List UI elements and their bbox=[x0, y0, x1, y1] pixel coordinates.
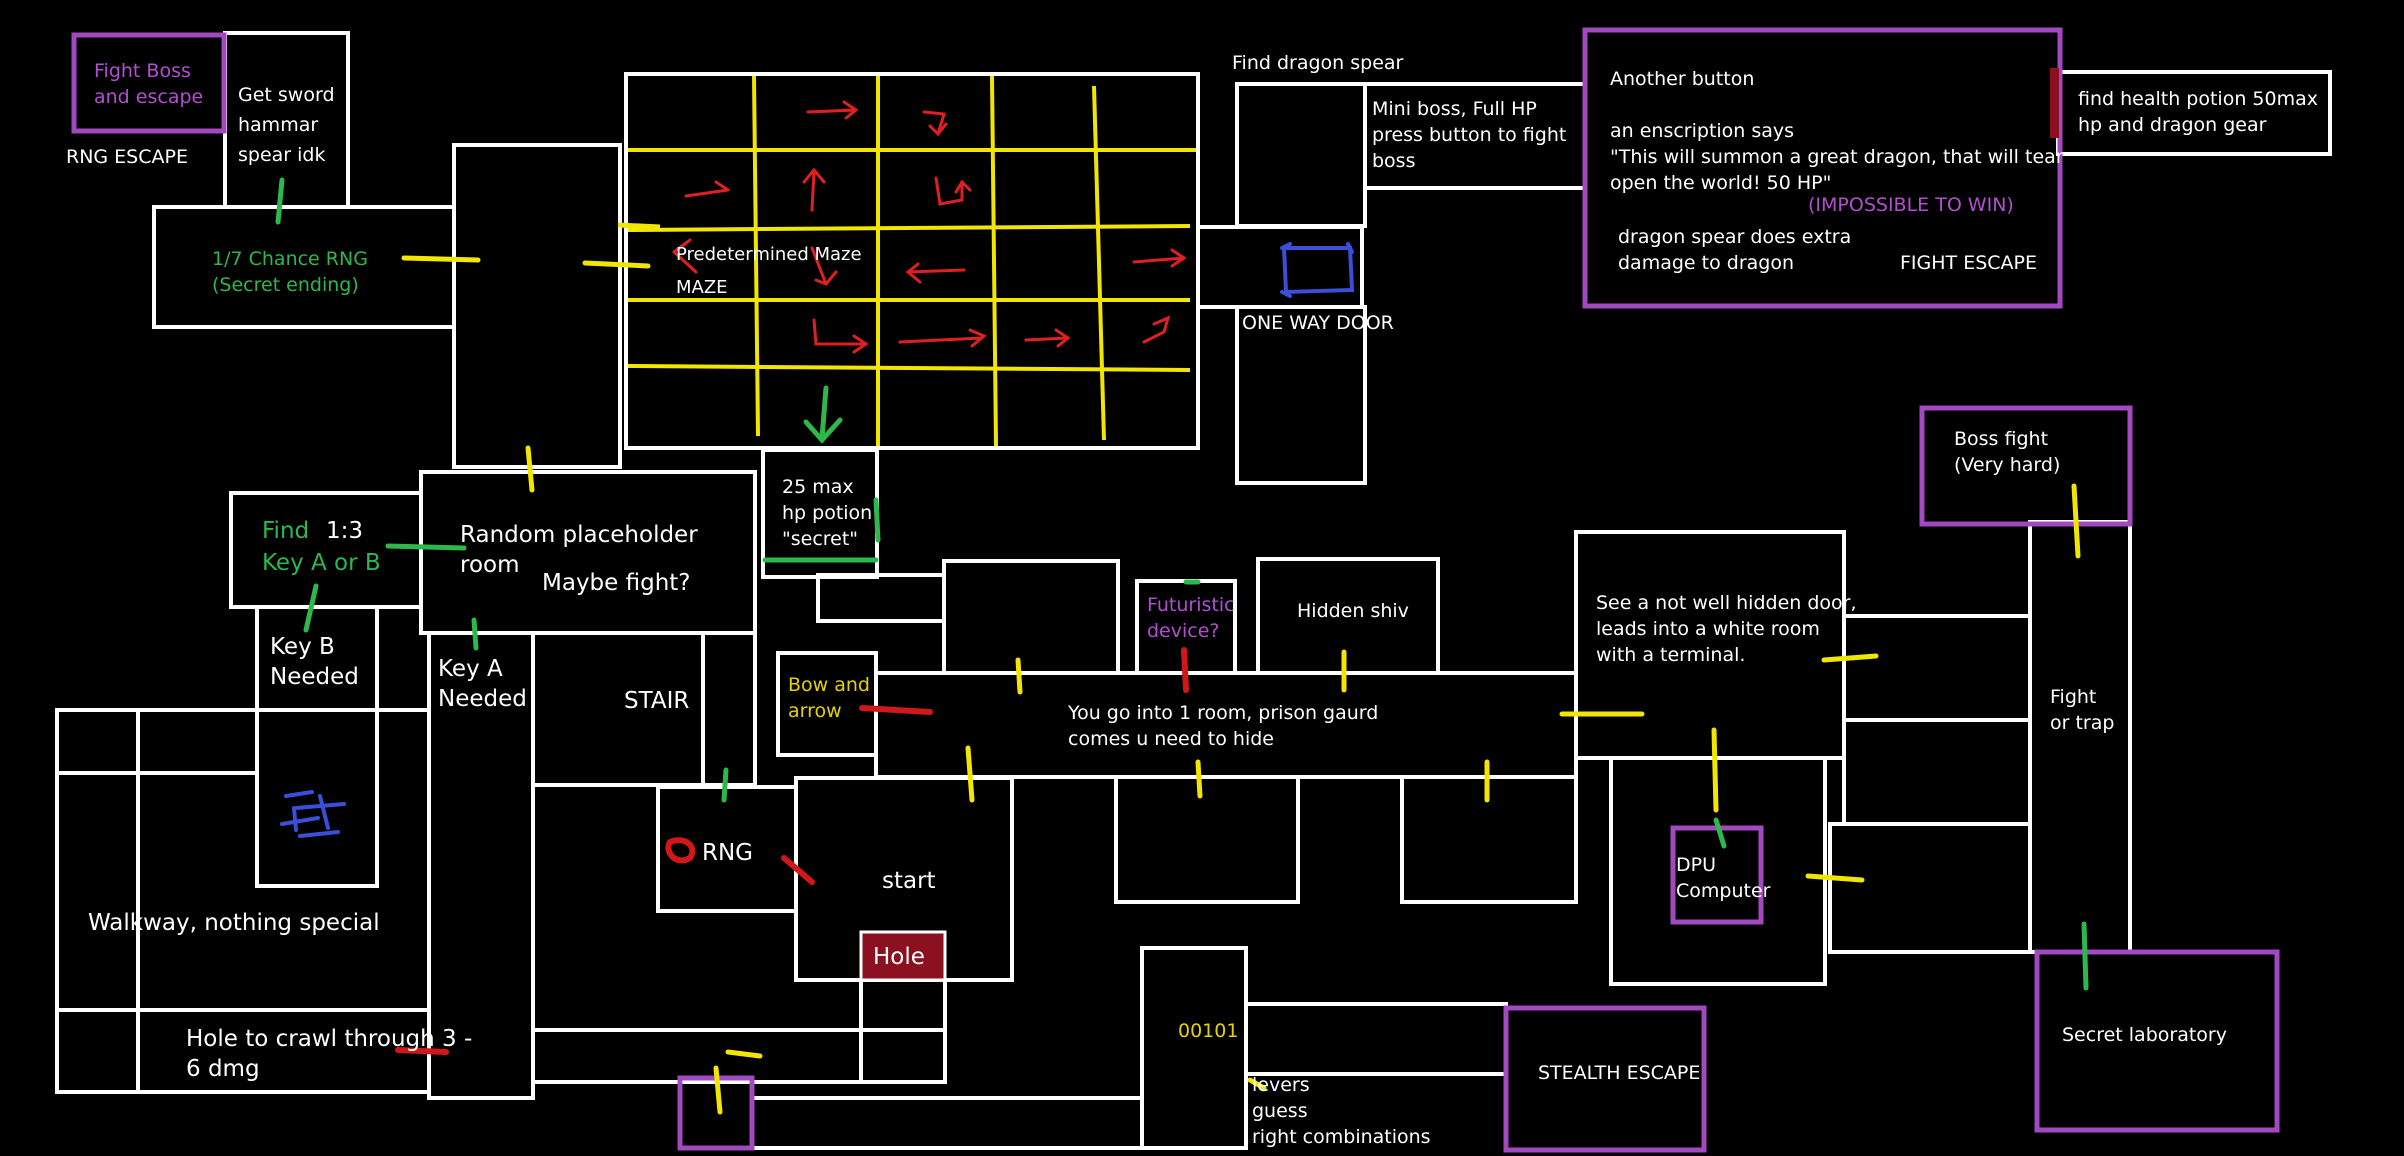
room-terminal bbox=[1609, 756, 1827, 986]
box-fight-boss bbox=[71, 32, 227, 134]
label-find-key-ab: Key A or B bbox=[262, 550, 381, 576]
objective-boxes bbox=[71, 27, 2280, 1153]
label-rng-chance: 1/7 Chance RNG (Secret ending) bbox=[212, 248, 368, 296]
label-enscription: an enscription says "This will summon a … bbox=[1610, 120, 2064, 194]
room-one-way bbox=[1235, 305, 1367, 485]
room-stair-small bbox=[701, 631, 757, 787]
maze-grid bbox=[617, 75, 1196, 447]
label-boss-fight: Boss fight (Very hard) bbox=[1954, 428, 2061, 476]
room-right-1 bbox=[1842, 614, 2032, 722]
corridor-stealth bbox=[1244, 1002, 1508, 1076]
hole-box bbox=[859, 930, 947, 982]
label-maze: Predetermined Maze MAZE bbox=[676, 244, 862, 298]
label-fight-boss-escape: Fight Boss and escape bbox=[94, 60, 204, 108]
label-code: 00101 bbox=[1178, 1020, 1239, 1042]
label-hole-crawl: Hole to crawl through 3 - 6 dmg bbox=[186, 1026, 473, 1082]
label-one-way-door: ONE WAY DOOR bbox=[1242, 312, 1394, 334]
label-maybe-fight: Maybe fight? bbox=[542, 570, 691, 596]
box-dragon bbox=[1582, 27, 2063, 309]
label-dpu-computer: DPU Computer bbox=[1676, 854, 1771, 902]
label-fight-escape: FIGHT ESCAPE bbox=[1900, 252, 2037, 274]
label-dragon-spear-extra: dragon spear does extra damage to dragon bbox=[1618, 226, 1852, 274]
label-key-b-needed: Key B Needed bbox=[270, 634, 359, 690]
room-right-2 bbox=[1842, 718, 2032, 826]
label-white-room: See a not well hidden door, leads into a… bbox=[1596, 592, 1857, 666]
label-find-dragon-spear: Find dragon spear bbox=[1232, 52, 1404, 74]
walls bbox=[55, 31, 2332, 1150]
label-prison-guard: You go into 1 room, prison gaurd comes u… bbox=[1068, 702, 1379, 750]
label-fight-or-trap: Fight or trap bbox=[2050, 686, 2115, 734]
corridor-bottom bbox=[750, 1096, 1144, 1150]
label-25-potion: 25 max hp potion "secret" bbox=[782, 476, 873, 550]
maze-arrows bbox=[672, 100, 1187, 354]
box-boss-fight bbox=[1919, 405, 2133, 527]
connector-above bbox=[816, 573, 946, 623]
doors-yellow bbox=[401, 255, 2081, 1115]
doors-red bbox=[395, 647, 1189, 1055]
label-random-room: Random placeholder room bbox=[460, 522, 698, 578]
label-bow-arrow: Bow and arrow bbox=[788, 674, 870, 722]
label-walkway: Walkway, nothing special bbox=[88, 910, 380, 936]
label-impossible: (IMPOSSIBLE TO WIN) bbox=[1808, 194, 2014, 216]
doors-blue bbox=[280, 242, 1355, 838]
room-above-1 bbox=[942, 559, 1120, 675]
corridor-fight-trap bbox=[2028, 520, 2132, 954]
label-rng-escape: RNG ESCAPE bbox=[66, 146, 188, 168]
label-secret-lab: Secret laboratory bbox=[2062, 1024, 2227, 1046]
label-levers: levers guess right combinations bbox=[1252, 1074, 1431, 1148]
label-hole: Hole bbox=[873, 944, 925, 970]
room-hidden-shiv bbox=[1256, 557, 1440, 675]
label-start: start bbox=[882, 868, 936, 894]
room-code bbox=[1140, 946, 1248, 1150]
label-stealth-escape: STEALTH ESCAPE bbox=[1538, 1062, 1701, 1084]
label-find-ratio: 1:3 bbox=[326, 518, 364, 544]
label-hidden-shiv: Hidden shiv bbox=[1297, 600, 1409, 622]
corridor-maze-east bbox=[1196, 225, 1364, 309]
corridor-bottom-left bbox=[531, 1028, 863, 1084]
label-get-sword: Get sword hammar spear idk bbox=[238, 84, 335, 166]
label-stair: STAIR bbox=[624, 688, 690, 714]
label-futuristic-device: Futuristic device? bbox=[1147, 594, 1235, 642]
doors-green bbox=[275, 177, 2089, 991]
label-key-a-needed: Key A Needed bbox=[438, 656, 527, 712]
label-find: Find bbox=[262, 518, 310, 544]
room-right-3 bbox=[1828, 822, 2032, 954]
room-below-1 bbox=[1114, 775, 1300, 904]
corridor-key-b bbox=[255, 605, 379, 888]
room-dragon-spear bbox=[1235, 82, 1367, 228]
room-walkway bbox=[55, 708, 431, 1094]
red-wall-marker bbox=[2050, 68, 2059, 138]
label-mini-boss: Mini boss, Full HP press button to fight… bbox=[1372, 98, 1567, 172]
corridor-tall-left bbox=[452, 143, 622, 469]
box-secret-lab bbox=[2034, 949, 2280, 1133]
label-health-potion: find health potion 50max hp and dragon g… bbox=[2078, 88, 2318, 136]
label-another-button: Another button bbox=[1610, 68, 1755, 90]
box-stealth-escape bbox=[1503, 1005, 1707, 1153]
label-rng: RNG bbox=[702, 840, 754, 866]
